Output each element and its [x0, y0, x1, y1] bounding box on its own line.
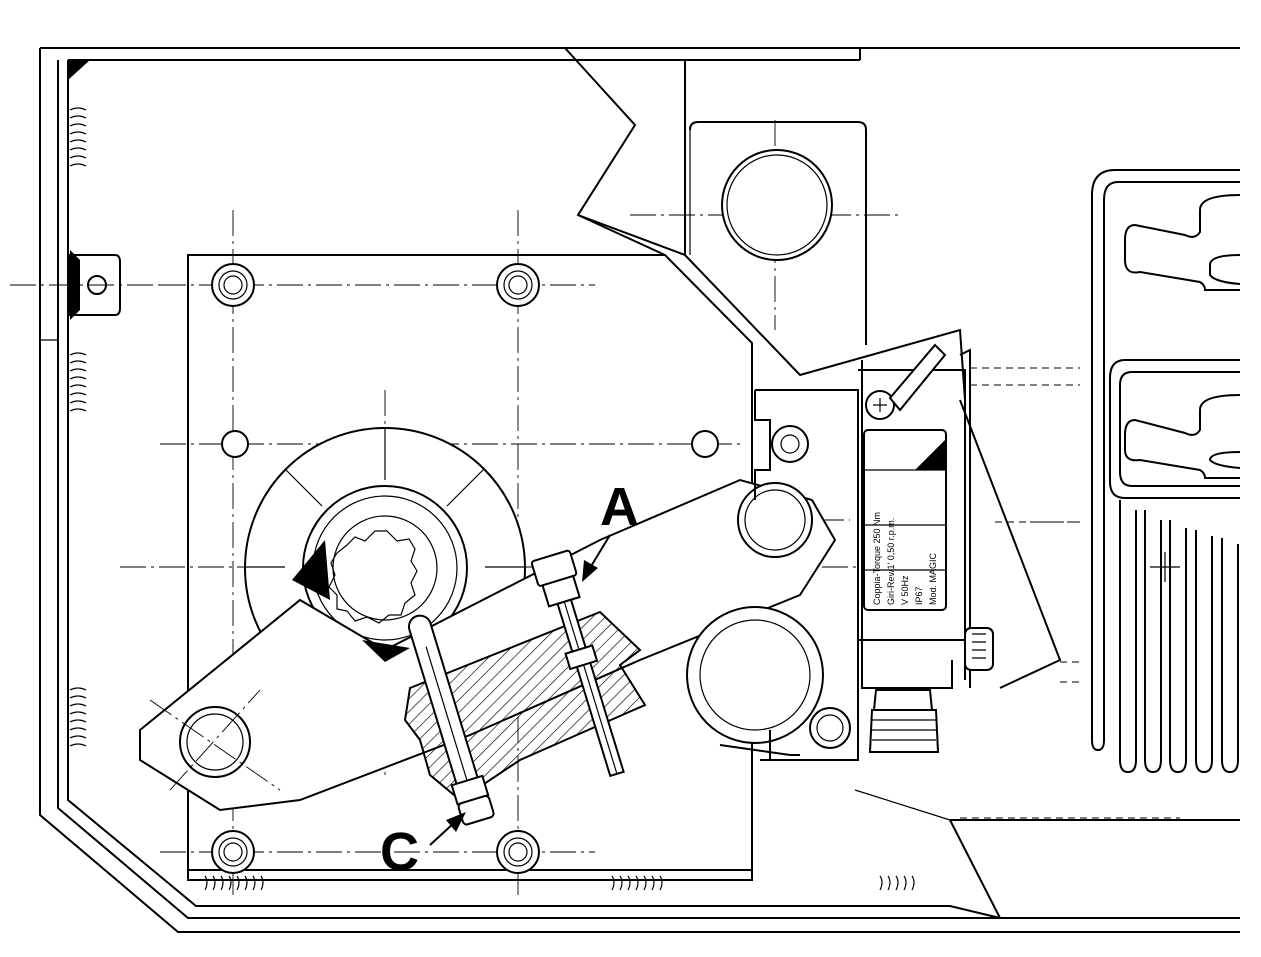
hole-right — [691, 430, 719, 458]
bolt-top-left — [211, 263, 255, 307]
nameplate-line-5: Mod. MAGIC — [928, 552, 938, 605]
housing-frame — [39, 47, 1240, 933]
logo-plate — [1091, 169, 1241, 774]
nameplate: Coppia-Torque 250 Nm Giri-Rev/1' 0,50 r.… — [863, 429, 947, 611]
callout-a-label: A — [600, 477, 639, 537]
roller — [686, 606, 855, 761]
nameplate-line-4: IP67 — [914, 586, 924, 605]
nameplate-line-2: Giri-Rev/1' 0,50 r.p.m. — [886, 518, 896, 605]
upper-block — [689, 121, 867, 345]
bolt-top-right — [496, 263, 540, 307]
callout-a: A — [582, 477, 639, 582]
bolt-bottom-right — [496, 830, 540, 874]
grease-fitting — [865, 343, 947, 420]
callout-c-label: C — [380, 822, 419, 882]
motor-body — [754, 348, 1180, 819]
callout-c: C — [380, 812, 466, 882]
bolt-a — [530, 549, 625, 778]
weld-marks — [69, 107, 915, 891]
nameplate-line-3: V 50Hz — [900, 575, 910, 605]
bolt-c — [407, 614, 495, 826]
bolt-bottom-left — [211, 830, 255, 874]
nameplate-line-1: Coppia-Torque 250 Nm — [872, 512, 882, 605]
mounting-lug — [10, 250, 175, 320]
hole-left — [221, 430, 249, 458]
